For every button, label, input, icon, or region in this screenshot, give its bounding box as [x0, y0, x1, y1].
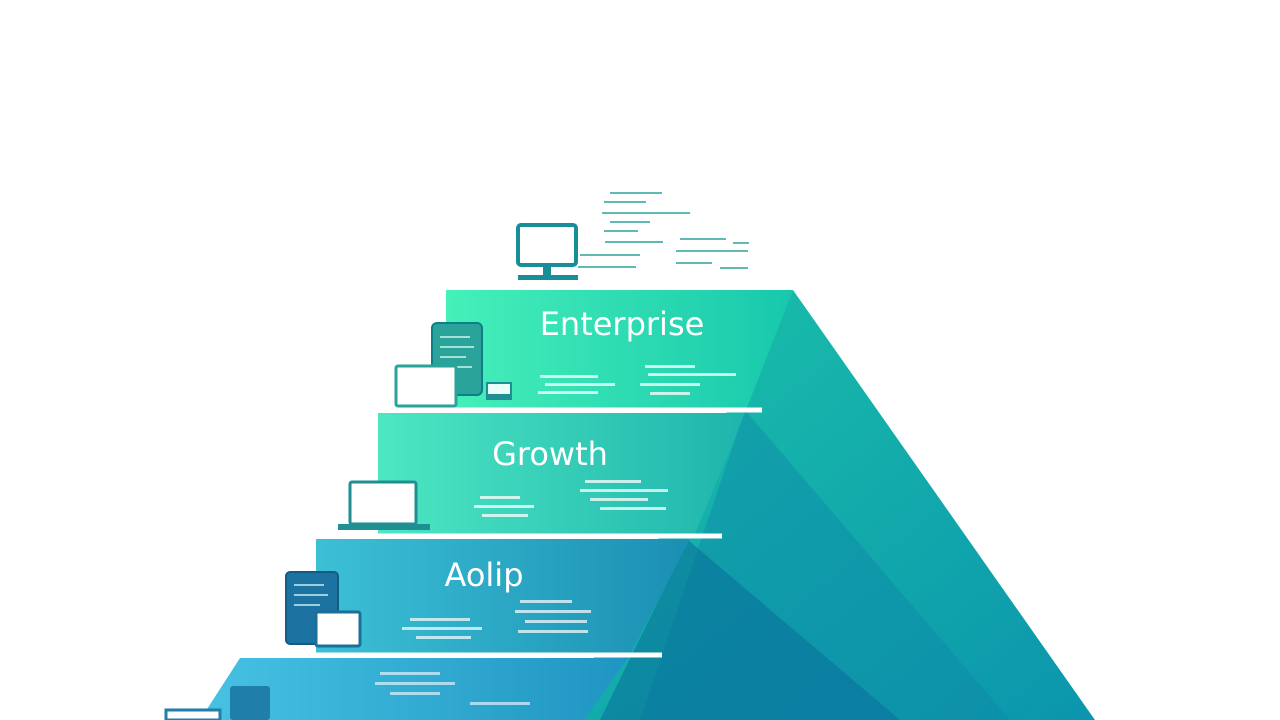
- monitor-icon: [516, 223, 578, 280]
- floating-text-lines: [578, 192, 749, 269]
- text-lines-decoration: [402, 600, 591, 639]
- tier-label: Enterprise: [540, 305, 705, 343]
- tier-enterprise: Enterprise: [446, 290, 793, 410]
- laptop-icon: [338, 480, 430, 530]
- tier-band: [446, 290, 793, 410]
- laptop-icon: [394, 364, 458, 408]
- text-lines-decoration: [538, 365, 736, 395]
- tier-aolip: Aolip: [316, 539, 690, 654]
- laptop-icon: [486, 382, 512, 400]
- laptop-icon: [314, 610, 362, 648]
- tier-growth: Growth: [378, 413, 745, 536]
- pyramid-side-deep-shadow: [600, 540, 900, 720]
- laptop-icon: [164, 708, 222, 720]
- tier-band: [378, 413, 745, 536]
- document-icon: [230, 686, 270, 720]
- tier-label: Growth: [492, 435, 608, 473]
- text-lines-decoration: [375, 672, 530, 705]
- tier-bottom: [200, 658, 628, 720]
- tier-label: Aolip: [445, 556, 524, 594]
- tier-band: [316, 539, 690, 654]
- text-lines-decoration: [474, 480, 668, 517]
